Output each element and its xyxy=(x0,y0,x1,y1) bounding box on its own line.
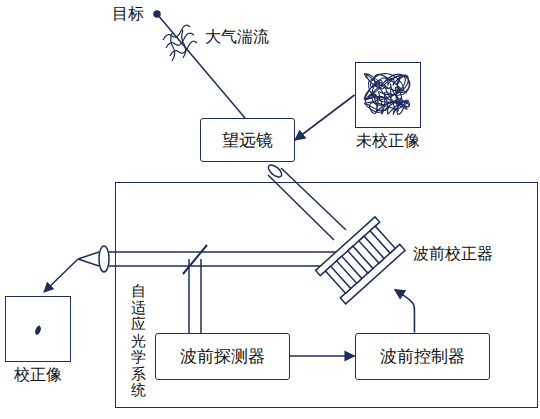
uncorrected-image: 未校正像 xyxy=(350,62,425,152)
process-box: 波前控制器 xyxy=(355,333,490,380)
image-caption: 未校正像 xyxy=(356,131,420,152)
connector-arrow xyxy=(395,290,415,333)
telescope-box: 望远镜 xyxy=(200,118,295,162)
system-frame: 波前校正器波前探测器 波前控制器 自适应光学系统 xyxy=(115,182,538,408)
image-arrow xyxy=(44,259,78,292)
image-frame xyxy=(355,62,421,128)
spot-mark xyxy=(35,325,41,335)
blurred-image xyxy=(356,63,419,126)
corrector-part: 波前校正器 xyxy=(325,222,510,290)
node-label: 望远镜 xyxy=(222,129,273,152)
node-label: 波前控制器 xyxy=(380,345,465,368)
scribble-stroke xyxy=(364,74,409,115)
connector-arrow xyxy=(295,95,355,140)
lens xyxy=(99,246,109,272)
turbulence-waves xyxy=(163,25,197,61)
image-caption: 校正像 xyxy=(14,365,62,386)
connector-arrow xyxy=(290,355,355,357)
beam xyxy=(78,168,346,333)
node-label: 波前校正器 xyxy=(413,244,493,265)
process-box: 波前探测器 xyxy=(155,333,290,380)
focused-spot xyxy=(6,297,69,360)
deformable-mirror xyxy=(316,217,406,304)
system-title: 自适应光学系统 xyxy=(131,283,146,399)
turbulence-label: 大气湍流 xyxy=(205,27,269,48)
target-label: 目标 xyxy=(112,4,144,25)
corrected-image: 校正像 xyxy=(4,296,72,386)
node-label: 波前探测器 xyxy=(180,345,265,368)
beam-splitter xyxy=(183,245,207,274)
image-frame xyxy=(5,296,71,362)
